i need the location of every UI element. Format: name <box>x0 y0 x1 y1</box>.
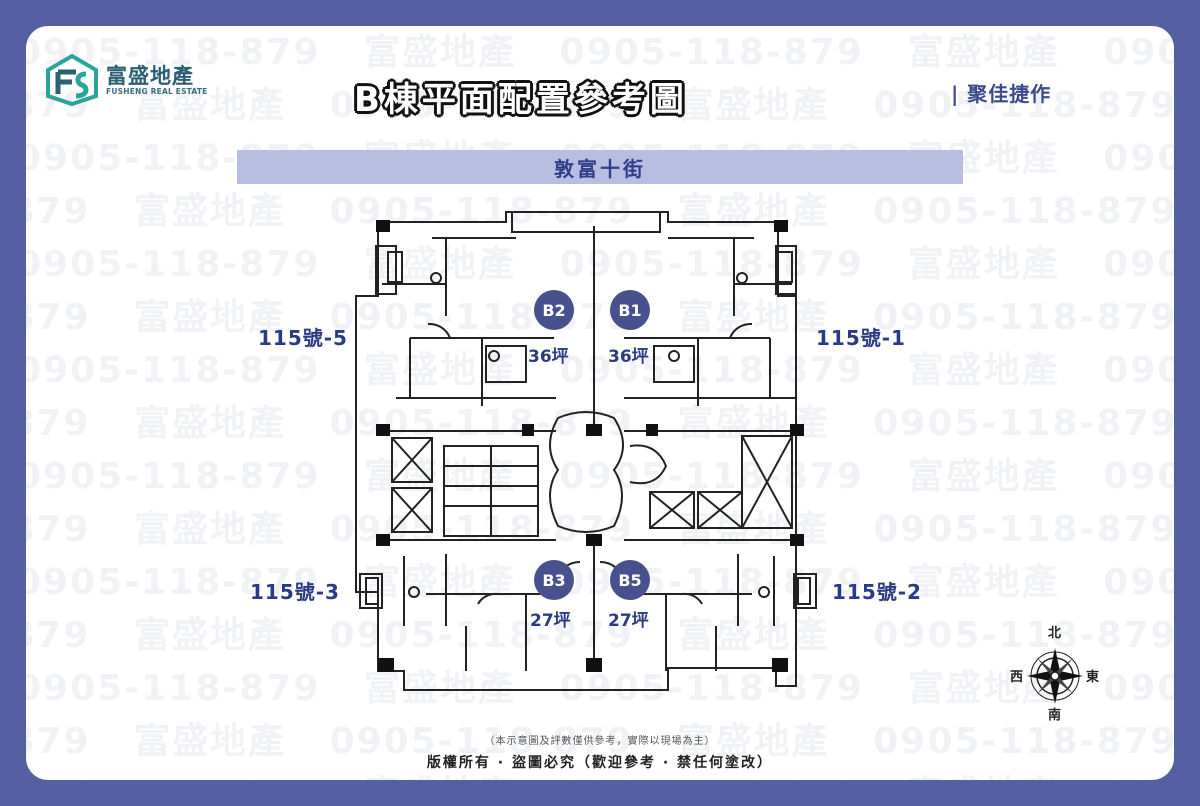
poster-card: 0905-118-879 富盛地產 0905-118-879 富盛地產 0905… <box>26 26 1174 780</box>
unit-area-b3: 27坪 <box>530 611 571 631</box>
brand-name: 富盛地產 <box>106 63 194 88</box>
unit-address-115-5: 115號-5 <box>258 326 348 350</box>
copyright-notice: 版權所有 · 盜圖必究（歡迎參考 · 禁任何塗改） <box>426 755 774 771</box>
unit-area-b2: 36坪 <box>528 347 569 367</box>
compass: 北 南 西 東 <box>1010 622 1100 723</box>
unit-address-115-1: 115號-1 <box>816 326 906 350</box>
unit-badge-b1: B1 <box>610 290 650 330</box>
brand-name-en: FUSHENG REAL ESTATE <box>106 86 208 96</box>
floor-plan <box>355 211 817 691</box>
compass-west: 西 <box>1010 670 1024 685</box>
unit-area-b1: 36坪 <box>608 347 649 367</box>
unit-badge-b3: B3 <box>534 560 574 600</box>
page-subtitle: | 聚佳捷作 <box>951 82 1052 106</box>
unit-badge-b5: B5 <box>610 560 650 600</box>
compass-rose-icon <box>1027 648 1083 704</box>
unit-badge-b2: B2 <box>534 290 574 330</box>
unit-address-115-2: 115號-2 <box>832 580 922 604</box>
disclaimer-note: （本示意圖及評數僅供參考，實際以現場為主） <box>484 736 716 747</box>
compass-south: 南 <box>1048 708 1062 723</box>
street-name: 敦富十街 <box>554 156 646 181</box>
fusheng-logo-icon <box>46 54 98 106</box>
compass-north: 北 <box>1048 626 1062 641</box>
brand-logo: 富盛地產 FUSHENG REAL ESTATE <box>46 54 207 106</box>
unit-address-115-3: 115號-3 <box>250 580 340 604</box>
compass-east: 東 <box>1086 670 1100 685</box>
street-bar: 敦富十街 <box>237 150 963 184</box>
page-title: B棟平面配置參考圖 <box>354 80 688 120</box>
unit-area-b5: 27坪 <box>608 611 649 631</box>
